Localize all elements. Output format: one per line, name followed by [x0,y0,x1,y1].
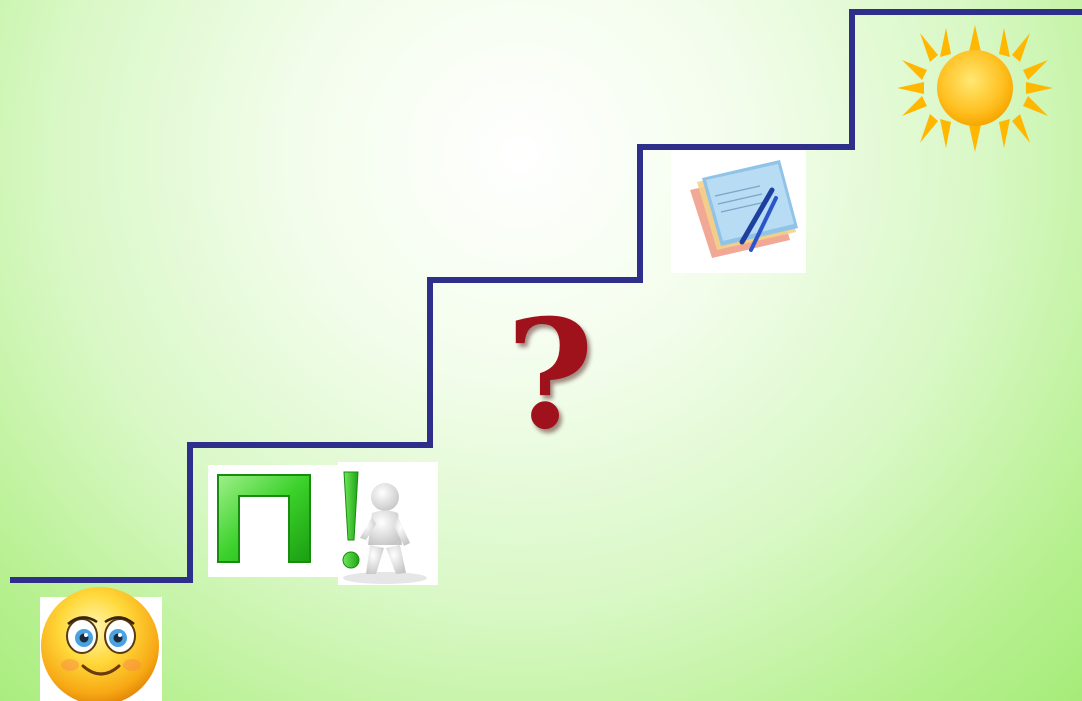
letter-p-icon [208,465,338,577]
notebooks-pen-icon [671,150,806,273]
sun-icon [897,25,1053,152]
smiley-face-icon [40,587,162,701]
question-mark-icon: ? [500,300,600,450]
thinking-figure-icon [338,462,438,585]
